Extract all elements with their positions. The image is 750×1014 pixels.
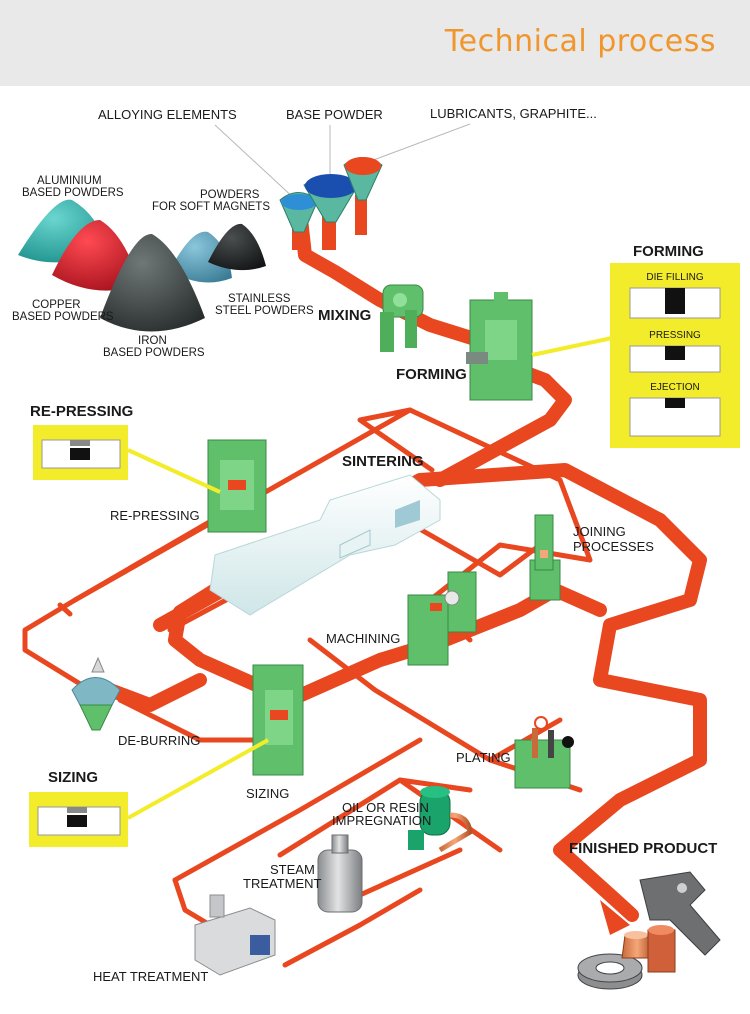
label-aluminium-1: ALUMINIUM: [37, 175, 102, 187]
label-aluminium-2: BASED POWDERS: [22, 187, 124, 199]
repressing-press: [207, 439, 267, 533]
label-copper-2: BASED POWDERS: [12, 311, 114, 323]
forming-panel: DIE FILLING PRESSING EJECTION: [610, 263, 740, 448]
sizing-panel: [29, 792, 128, 847]
label-oil-2: IMPREGNATION: [332, 813, 431, 828]
sizing-panel-title: SIZING: [48, 769, 98, 786]
label-heat-treatment: HEAT TREATMENT: [93, 969, 208, 984]
stainless-heap: [170, 231, 232, 283]
label-mixing: MIXING: [318, 307, 371, 324]
forming-press: [466, 292, 533, 401]
repressing-panel: [33, 425, 128, 480]
sintering-furnace: [209, 474, 441, 616]
label-stainless-2: STEEL POWDERS: [215, 305, 314, 317]
impregnation-tank: [408, 786, 473, 853]
heat-treatment-furnace: [194, 894, 276, 976]
soft-magnet-heap: [208, 223, 266, 271]
label-soft-magnets-2: FOR SOFT MAGNETS: [152, 201, 270, 213]
joining-machine: [529, 514, 561, 601]
label-lubricants: LUBRICANTS, GRAPHITE...: [430, 106, 597, 121]
mixer-machine: [380, 284, 424, 352]
finished-arrow: [600, 900, 630, 935]
label-joining-2: PROCESSES: [573, 539, 654, 554]
label-finished-product: FINISHED PRODUCT: [569, 840, 717, 857]
copper-heap: [52, 220, 140, 291]
label-copper-1: COPPER: [32, 299, 81, 311]
label-iron-1: IRON: [138, 335, 167, 347]
input-labels: ALLOYING ELEMENTS BASE POWDER LUBRICANTS…: [98, 106, 597, 201]
steam-vessel: [317, 834, 363, 913]
powder-hoppers: [279, 157, 383, 250]
label-iron-2: BASED POWDERS: [103, 347, 205, 359]
label-soft-magnets-1: POWDERS: [200, 189, 260, 201]
iron-heap: [100, 233, 205, 332]
label-sizing: SIZING: [246, 786, 289, 801]
powder-heaps: [18, 199, 266, 332]
label-pressing: PRESSING: [649, 330, 701, 341]
label-ejection: EJECTION: [650, 382, 699, 393]
page-title: Technical process: [444, 24, 716, 59]
machining-machine: [407, 571, 477, 666]
label-base-powder: BASE POWDER: [286, 107, 383, 122]
label-die-filling: DIE FILLING: [646, 272, 703, 283]
repressing-panel-title: RE-PRESSING: [30, 403, 133, 420]
label-sintering: SINTERING: [342, 453, 424, 470]
label-machining: MACHINING: [326, 631, 400, 646]
label-forming: FORMING: [396, 366, 467, 383]
label-steam-2: TREATMENT: [243, 876, 322, 891]
label-alloying-elements: ALLOYING ELEMENTS: [98, 107, 237, 122]
plating-tank: [514, 716, 574, 789]
finished-parts: [577, 871, 721, 990]
powder-labels: ALUMINIUM BASED POWDERS POWDERS FOR SOFT…: [12, 175, 314, 359]
label-plating: PLATING: [456, 750, 511, 765]
label-steam-1: STEAM: [270, 862, 315, 877]
label-repressing: RE-PRESSING: [110, 508, 200, 523]
deburring-machine: [71, 656, 121, 731]
forming-panel-title: FORMING: [633, 243, 704, 260]
header-bar: Technical process: [0, 0, 750, 86]
sizing-press: [252, 664, 304, 776]
label-oil-1: OIL OR RESIN: [342, 800, 429, 815]
label-stainless-1: STAINLESS: [228, 293, 291, 305]
label-deburring: DE-BURRING: [118, 733, 200, 748]
label-joining-1: JOINING: [573, 524, 626, 539]
